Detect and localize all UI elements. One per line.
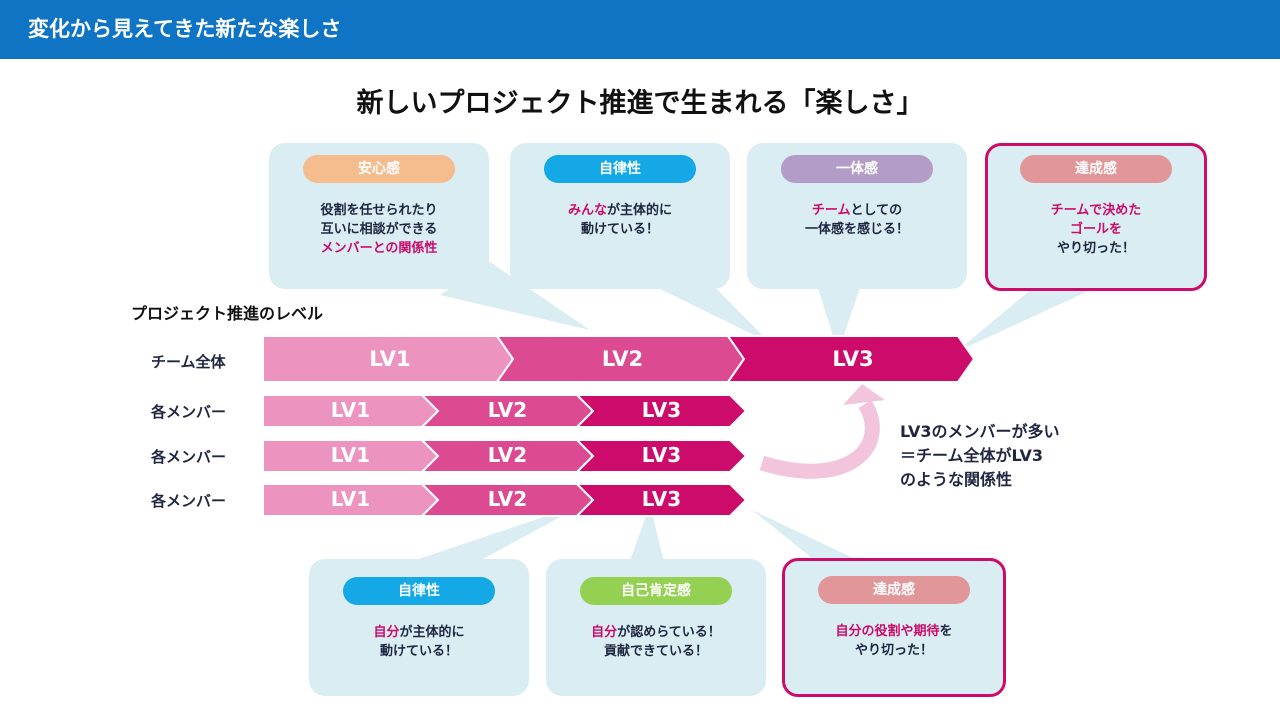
team-card-ittai-tail (818, 288, 860, 352)
card-tag-pill: 一体感 (781, 155, 933, 183)
card-tag-pill: 自己肯定感 (580, 577, 732, 605)
team-card-jiritsu-tail (652, 272, 770, 343)
member-card-tassei-tail (752, 510, 870, 566)
card-text: を (939, 624, 953, 639)
card-highlight-text: チーム (811, 203, 851, 218)
side-note-line: のような関係性 (900, 470, 1013, 489)
member-row-label: 各メンバー (151, 403, 227, 421)
card-text: 互いに相談ができる (320, 222, 438, 237)
card-text: やり切った！ (854, 643, 933, 658)
card-body-line: 動けている！ (510, 220, 730, 239)
card-body-line: メンバーとの関係性 (269, 239, 489, 258)
card-body-line: 動けている！ (309, 642, 529, 661)
card-tag-pill: 安心感 (303, 155, 455, 183)
team-level-label: LV2 (601, 347, 644, 371)
member-row-2-lv3-segment (574, 439, 748, 473)
member-card-jiko-tail (628, 505, 665, 566)
card-text: が認めらている！ (617, 625, 721, 640)
card-text: 動けている！ (580, 222, 659, 237)
card-body-line: 貢献できている！ (546, 642, 766, 661)
card-body-line: 役割を任せられたり (269, 201, 489, 220)
card-body-line: 互いに相談ができる (269, 220, 489, 239)
card-tag-pill: 達成感 (818, 576, 970, 604)
member-level-arrows (262, 394, 748, 517)
card-text: が主体的に (607, 203, 673, 218)
header-bar: 変化から見えてきた新たな楽しさ (0, 0, 1280, 59)
side-note: LV3のメンバーが多い ＝チーム全体がLV3 のような関係性 (900, 420, 1060, 492)
card-highlight-text: 自分 (591, 625, 618, 640)
card-body-line: みんなが主体的に (510, 201, 730, 220)
card-text: 一体感を感じる！ (804, 222, 909, 237)
card-body-line: チームとしての (747, 201, 967, 220)
card-highlight-text: メンバーとの関係性 (320, 241, 438, 256)
card-body-line: やり切った！ (988, 239, 1204, 258)
card-body-line: ゴールを (988, 220, 1204, 239)
team-card-anshin: 安心感役割を任せられたり互いに相談ができるメンバーとの関係性 (269, 143, 489, 289)
member-row-3-lv3-segment (574, 483, 748, 517)
card-text: 貢献できている！ (603, 644, 708, 659)
team-level-label: LV1 (369, 347, 411, 371)
card-body-line: やり切った！ (785, 641, 1003, 660)
member-level-label: LV3 (641, 398, 682, 422)
card-body-text: 自分が認めらている！ 貢献できている！ (546, 623, 766, 661)
member-card-tassei: 達成感自分の役割や期待をやり切った！ (782, 558, 1006, 697)
member-card-jiko: 自己肯定感自分が認めらている！ 貢献できている！ (546, 559, 766, 696)
card-body-text: みんなが主体的に動けている！ (510, 201, 730, 239)
loop-arrow (759, 400, 880, 479)
card-text: としての (850, 203, 903, 218)
team-card-jiritsu: 自律性みんなが主体的に動けている！ (510, 143, 730, 289)
card-text: が主体的に (399, 625, 465, 640)
card-body-line: チームで決めた (988, 201, 1204, 220)
member-level-label: LV1 (330, 443, 371, 467)
loop-arrow-head (843, 384, 885, 405)
card-tag-pill: 達成感 (1020, 155, 1172, 183)
team-level-arrow (262, 335, 976, 383)
team-card-tassei: 達成感チームで決めたゴールをやり切った！ (985, 143, 1207, 291)
member-row-label: 各メンバー (151, 448, 227, 466)
side-note-line: ＝チーム全体がLV3 (900, 446, 1044, 465)
team-row-label: チーム全体 (151, 353, 226, 371)
card-text: やり切った！ (1056, 241, 1135, 256)
member-level-label: LV2 (487, 443, 528, 467)
card-tag-pill: 自律性 (343, 577, 495, 605)
member-row-1-lv3-segment (574, 394, 748, 428)
card-tag-pill: 自律性 (544, 155, 696, 183)
header-title: 変化から見えてきた新たな楽しさ (28, 17, 342, 41)
member-level-label: LV1 (330, 487, 371, 511)
team-lv3-segment (726, 335, 976, 383)
card-highlight-text: ゴールを (1069, 222, 1122, 237)
card-body-text: 自分が主体的に動けている！ (309, 623, 529, 661)
card-body-line: 自分が認めらている！ (546, 623, 766, 642)
team-card-ittai: 一体感チームとしての一体感を感じる！ (747, 143, 967, 289)
member-row-label: 各メンバー (151, 492, 227, 510)
team-card-tassei-tail (956, 282, 1095, 352)
member-card-jiritsu-tail (398, 502, 588, 566)
card-highlight-text: 自分 (373, 625, 400, 640)
card-body-text: チームで決めたゴールをやり切った！ (988, 201, 1204, 258)
member-card-jiritsu: 自律性自分が主体的に動けている！ (309, 559, 529, 696)
card-body-line: 自分の役割や期待を (785, 622, 1003, 641)
side-note-line: LV3のメンバーが多い (900, 422, 1060, 441)
member-level-label: LV2 (487, 398, 528, 422)
card-text: 役割を任せられたり (320, 203, 438, 218)
card-body-text: チームとしての一体感を感じる！ (747, 201, 967, 239)
member-level-label: LV3 (641, 487, 682, 511)
card-body-text: 役割を任せられたり互いに相談ができるメンバーとの関係性 (269, 201, 489, 258)
card-text: 動けている！ (379, 644, 458, 659)
card-body-line: 一体感を感じる！ (747, 220, 967, 239)
card-highlight-text: みんな (567, 203, 607, 218)
main-title: 新しいプロジェクト推進で生まれる「楽しさ」 (356, 88, 924, 119)
levels-heading: プロジェクト推進のレベル (131, 304, 324, 323)
card-body-text: 自分の役割や期待をやり切った！ (785, 622, 1003, 660)
team-level-label: LV3 (832, 347, 874, 371)
member-level-label: LV3 (641, 443, 682, 467)
card-highlight-text: 自分の役割や期待 (835, 624, 940, 639)
card-highlight-text: チームで決めた (1050, 203, 1142, 218)
member-level-label: LV2 (487, 487, 528, 511)
member-level-label: LV1 (330, 398, 371, 422)
card-body-line: 自分が主体的に (309, 623, 529, 642)
